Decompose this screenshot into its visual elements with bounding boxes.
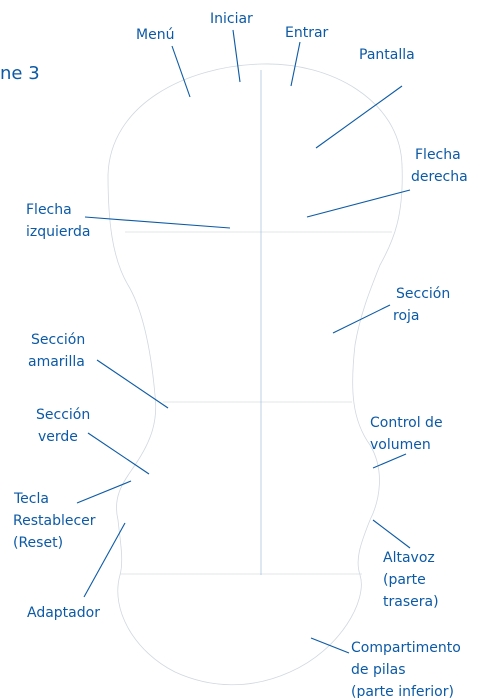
label-seccion-verde: Sección verde bbox=[36, 407, 95, 445]
leader-menu bbox=[171, 45, 191, 98]
label-flecha-derecha: Flecha derecha bbox=[411, 147, 468, 185]
label-menu: Menú bbox=[136, 27, 174, 43]
device-outline bbox=[107, 63, 403, 686]
leader-compartimento bbox=[310, 637, 350, 654]
label-entrar: Entrar bbox=[285, 25, 329, 41]
leader-tecla-reset bbox=[76, 480, 132, 504]
label-altavoz: Altavoz (parte trasera) bbox=[383, 550, 439, 610]
leader-iniciar bbox=[232, 29, 241, 83]
label-control-volumen: Control de volumen bbox=[370, 415, 447, 453]
label-seccion-roja: Sección roja bbox=[393, 286, 455, 324]
leader-seccion-verde bbox=[87, 432, 150, 475]
leader-seccion-roja bbox=[332, 304, 391, 334]
leader-flecha-izquierda bbox=[84, 216, 231, 229]
label-compartimento: Compartimento de pilas (parte inferior) bbox=[351, 640, 465, 698]
leader-entrar bbox=[290, 41, 301, 87]
label-seccion-amarilla: Sección amarilla bbox=[28, 332, 90, 370]
leader-seccion-amarilla bbox=[96, 359, 169, 409]
label-adaptador: Adaptador bbox=[27, 605, 100, 621]
leader-control-volumen bbox=[372, 453, 407, 469]
leader-adaptador bbox=[83, 522, 126, 598]
label-iniciar: Iniciar bbox=[210, 11, 253, 27]
leader-pantalla bbox=[315, 85, 403, 149]
leader-flecha-derecha bbox=[306, 189, 411, 218]
figure-ref: ne 3 bbox=[0, 63, 40, 84]
leader-altavoz bbox=[372, 519, 411, 549]
label-flecha-izquierda: Flecha izquierda bbox=[26, 202, 90, 240]
label-pantalla: Pantalla bbox=[359, 47, 415, 63]
label-tecla-reset: Tecla Restablecer (Reset) bbox=[13, 491, 100, 551]
